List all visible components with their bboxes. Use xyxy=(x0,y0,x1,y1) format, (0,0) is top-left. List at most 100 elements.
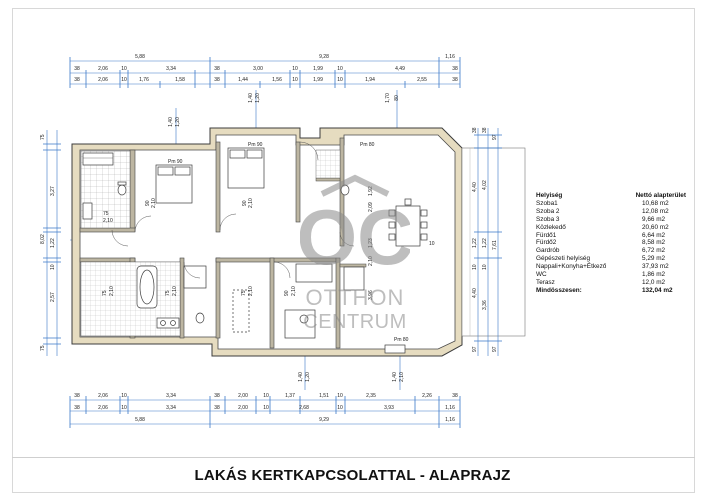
svg-text:1,92: 1,92 xyxy=(368,186,374,196)
svg-text:10: 10 xyxy=(292,66,298,72)
svg-text:38: 38 xyxy=(74,77,80,83)
svg-text:1,23: 1,23 xyxy=(368,238,374,248)
svg-text:10: 10 xyxy=(121,393,127,399)
logo-mark: OC xyxy=(300,193,410,281)
svg-text:4,40: 4,40 xyxy=(472,182,478,192)
svg-text:97: 97 xyxy=(492,134,498,140)
area-room-value: 6,64 m2 xyxy=(642,231,666,239)
otthon-centrum-logo: OC OTTHON CENTRUM xyxy=(300,174,410,333)
svg-text:10: 10 xyxy=(263,393,269,399)
area-room-value: 20,60 m2 xyxy=(642,223,669,231)
svg-text:75: 75 xyxy=(40,345,46,351)
svg-text:1,44: 1,44 xyxy=(238,77,248,83)
svg-text:2,10: 2,10 xyxy=(103,218,113,224)
svg-text:10: 10 xyxy=(337,405,343,411)
area-table-header-area: Nettó alapterület xyxy=(635,192,686,199)
area-room-name: Szoba 3 xyxy=(536,215,560,223)
svg-text:1,40: 1,40 xyxy=(298,372,304,382)
svg-text:38: 38 xyxy=(482,127,488,133)
top-overall-2: 9,28 xyxy=(319,54,329,60)
svg-text:10: 10 xyxy=(292,77,298,83)
svg-text:3,34: 3,34 xyxy=(166,66,176,72)
svg-text:10: 10 xyxy=(472,264,478,270)
area-room-value: 12,08 m2 xyxy=(642,207,669,215)
fixtures xyxy=(82,141,428,354)
svg-text:4,49: 4,49 xyxy=(395,66,405,72)
svg-text:2,26: 2,26 xyxy=(422,393,432,399)
page-title: LAKÁS KERTKAPCSOLATTAL - ALAPRAJZ xyxy=(194,467,511,484)
bottom-overall-1: 5,88 xyxy=(135,417,145,423)
svg-text:2,68: 2,68 xyxy=(299,405,309,411)
svg-text:97: 97 xyxy=(472,346,478,352)
svg-text:1,40: 1,40 xyxy=(168,117,174,127)
svg-text:10: 10 xyxy=(429,241,435,247)
area-table-row: Nappali+Konyha+Étkező 37,93 m2 xyxy=(536,263,686,271)
area-table-total-label: Mindösszesen: xyxy=(536,286,582,294)
svg-text:75: 75 xyxy=(165,290,171,296)
area-table-row: WC 1,86 m2 xyxy=(536,271,686,279)
area-table-total: Mindösszesen: 132,04 m2 xyxy=(536,287,686,295)
area-room-value: 1,86 m2 xyxy=(642,271,666,279)
svg-text:38: 38 xyxy=(452,66,458,72)
logo-line2: CENTRUM xyxy=(303,311,407,333)
svg-text:38: 38 xyxy=(74,405,80,411)
svg-text:38: 38 xyxy=(74,66,80,72)
svg-text:75: 75 xyxy=(241,290,247,296)
svg-text:2,09: 2,09 xyxy=(368,202,374,212)
svg-text:10: 10 xyxy=(50,264,56,270)
svg-text:80: 80 xyxy=(394,95,400,101)
right-dimensions: 38 38 97 4,40 4,02 7,61 1,22 1,22 10 10 … xyxy=(472,127,502,356)
area-room-name: WC xyxy=(536,271,547,279)
svg-text:2,57: 2,57 xyxy=(50,292,56,302)
area-table-header: Helyiség Nettó alapterület xyxy=(536,192,686,200)
area-room-name: Nappali+Konyha+Étkező xyxy=(536,263,607,271)
wc-floor xyxy=(315,149,341,179)
room-label-pm80-bottom: Pm 80 xyxy=(394,337,409,343)
svg-text:38: 38 xyxy=(74,393,80,399)
svg-text:2,10: 2,10 xyxy=(399,372,405,382)
svg-text:90: 90 xyxy=(284,290,290,296)
svg-text:10: 10 xyxy=(482,264,488,270)
area-room-value: 37,93 m2 xyxy=(642,263,669,271)
svg-text:38: 38 xyxy=(214,405,220,411)
svg-text:2,35: 2,35 xyxy=(366,393,376,399)
svg-text:4,40: 4,40 xyxy=(472,288,478,298)
svg-text:1,22: 1,22 xyxy=(482,238,488,248)
area-room-name: Terasz xyxy=(536,278,555,286)
area-room-name: Fürdő2 xyxy=(536,239,557,247)
room-label-pm90-b: Pm 90 xyxy=(248,142,263,148)
area-table-total-value: 132,04 m2 xyxy=(642,286,673,294)
svg-text:2,06: 2,06 xyxy=(98,393,108,399)
svg-text:1,22: 1,22 xyxy=(472,238,478,248)
svg-text:2,06: 2,06 xyxy=(98,405,108,411)
footer-divider xyxy=(12,457,695,458)
svg-text:3,27: 3,27 xyxy=(50,186,56,196)
room-label-pm80: Pm 80 xyxy=(360,142,375,148)
svg-text:2,10: 2,10 xyxy=(291,286,297,296)
svg-text:2,10: 2,10 xyxy=(248,198,254,208)
top-row1-labels: 38 2,06 10 3,34 38 3,00 10 1,99 10 4,49 … xyxy=(74,66,458,72)
svg-text:1,40: 1,40 xyxy=(392,372,398,382)
area-room-name: Szoba 2 xyxy=(536,207,560,215)
area-room-value: 6,72 m2 xyxy=(642,247,666,255)
svg-text:8,02: 8,02 xyxy=(40,234,46,244)
svg-text:2,00: 2,00 xyxy=(238,393,248,399)
area-room-value: 9,66 m2 xyxy=(642,215,666,223)
area-room-name: Közlekedő xyxy=(536,223,566,231)
svg-text:3,34: 3,34 xyxy=(166,393,176,399)
area-room-value: 10,68 m2 xyxy=(642,199,669,207)
svg-text:2,10: 2,10 xyxy=(172,286,178,296)
svg-text:1,22: 1,22 xyxy=(50,238,56,248)
area-table-row: Gardrób 6,72 m2 xyxy=(536,247,686,255)
svg-text:10: 10 xyxy=(337,66,343,72)
area-room-name: Gardrób xyxy=(536,247,560,255)
area-room-value: 5,29 m2 xyxy=(642,255,666,263)
svg-text:2,10: 2,10 xyxy=(368,256,374,266)
svg-text:75: 75 xyxy=(102,290,108,296)
area-room-name: Fürdő1 xyxy=(536,231,557,239)
svg-text:1,70: 1,70 xyxy=(385,93,391,103)
page-frame xyxy=(12,8,695,493)
room-label-pm90-a: Pm 90 xyxy=(168,159,183,165)
